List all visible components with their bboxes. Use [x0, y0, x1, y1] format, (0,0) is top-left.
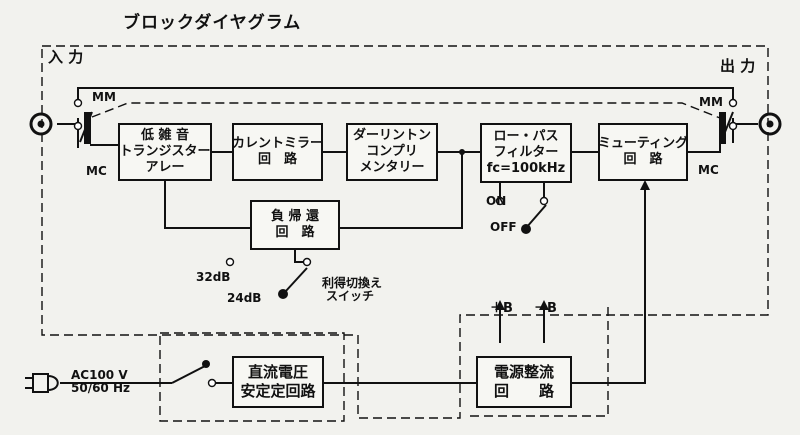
output-mc-label: MC [698, 163, 719, 177]
low-pass-filter-block: ロー・パス フィルター fc=100kHz [480, 123, 572, 183]
diagram-title: ブロックダイヤグラム [123, 13, 302, 33]
power-rectifier-block: 電源整流 回 路 [476, 356, 572, 408]
filter-switch-lever [525, 204, 547, 229]
input-mm-label: MM [92, 90, 116, 104]
filter-on-label: ON [486, 194, 507, 208]
muting-circuit-block: ミューティング 回 路 [598, 123, 688, 181]
current-mirror-block: カレントミラー 回 路 [232, 123, 323, 181]
gain-24db-label: 24dB [227, 291, 262, 305]
amp-enclosure-outline [41, 45, 769, 419]
power-enclosure-outline [159, 332, 345, 422]
gain-32db-label: 32dB [196, 270, 231, 284]
filter-off-label: OFF [490, 220, 517, 234]
output-label: 出 力 [720, 57, 756, 75]
mm-bus-line [77, 87, 734, 100]
output-mm-label: MM [699, 95, 723, 109]
negative-feedback-block: 負 帰 還 回 路 [250, 200, 340, 250]
ac-input-label: AC100 V 50/60 Hz [71, 368, 130, 395]
input-label: 入 力 [48, 48, 84, 66]
ac-switch-lever [171, 364, 208, 384]
supply-plus-label: ＋B [490, 301, 513, 316]
dc-voltage-regulator-block: 直流電圧 安定定回路 [232, 356, 324, 408]
input-mc-label: MC [86, 164, 107, 178]
ac-plug-icon [25, 373, 59, 393]
gain-switch-label: 利得切換え スイッチ [322, 276, 383, 303]
supply-minus-label: －B [534, 301, 557, 316]
psu-enclosure-outline [470, 305, 609, 417]
gain-switch-lever [284, 267, 308, 293]
feedback-loop [164, 180, 250, 229]
darlington-complementary-block: ダーリントン コンプリ メンタリー [346, 123, 438, 181]
mm-bypass-path [91, 102, 721, 119]
low-noise-transistor-array-block: 低 雑 音 トランジスター アレー [118, 123, 212, 181]
